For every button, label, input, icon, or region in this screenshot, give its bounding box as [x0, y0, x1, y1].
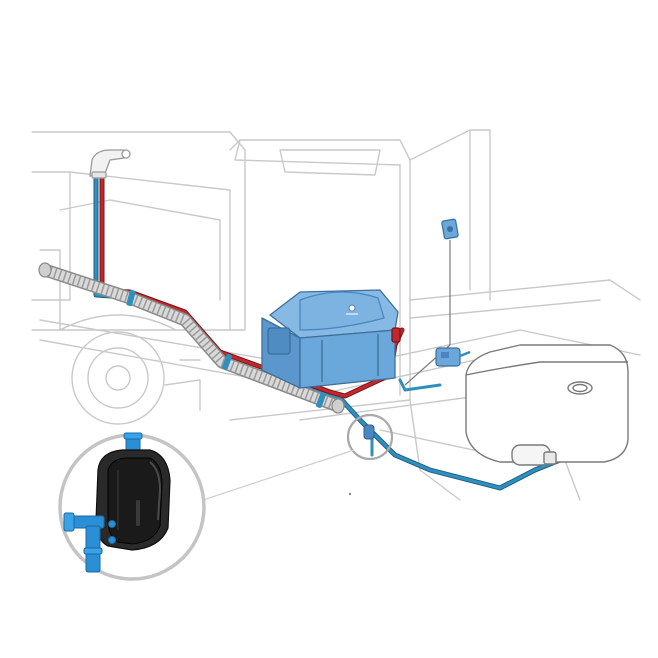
water-heater-icon: [261, 289, 401, 389]
control-panel-icon: [404, 218, 459, 386]
water-pump-icon: [63, 432, 171, 573]
pump-location-marker: [346, 413, 394, 461]
filter-icon: [435, 347, 471, 367]
flexible-hose-icon: [38, 262, 345, 414]
callout-leader-line: [187, 449, 355, 506]
vehicle-outline-icon: [31, 129, 641, 501]
fresh-water-tank-icon: [465, 344, 629, 466]
shower-mixer-icon: [89, 149, 131, 179]
